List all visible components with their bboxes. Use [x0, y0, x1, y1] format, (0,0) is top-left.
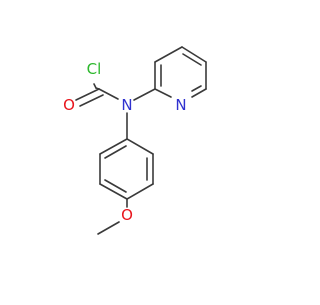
bond-aryl-4: [126, 183, 154, 200]
bond-pyr-5-inner: [191, 85, 202, 92]
bond-n-pyridine: [133, 88, 156, 101]
bond-o-ch3: [97, 221, 120, 235]
bond-aryl-3: [99, 183, 128, 200]
atom-labels: Cl O N N O: [63, 60, 187, 224]
atom-label-o-carbonyl: O: [63, 96, 75, 114]
atom-label-n-pyridine: N: [175, 96, 186, 114]
bond-aryl-1: [99, 138, 128, 155]
bond-aryl-6: [126, 138, 154, 155]
bond-pyr-5: [191, 88, 207, 98]
bond-aryl-1-inner: [104, 145, 127, 159]
atom-label-n-amide: N: [121, 96, 132, 114]
bond-pyr-6: [154, 88, 172, 98]
bonds: [75, 46, 207, 235]
molecule-structure: Cl O N N O: [63, 46, 207, 235]
bond-aryl-3-inner: [104, 179, 127, 193]
bond-pyr-2: [154, 46, 183, 63]
bond-c-o-double-a: [75, 88, 100, 101]
bond-c-o-double-b: [79, 94, 104, 107]
atom-label-cl: Cl: [87, 60, 102, 78]
bond-pyr-3: [181, 46, 207, 63]
structure-canvas: Cl O N N O: [63, 46, 207, 235]
bond-pyr-3-inner: [182, 53, 202, 66]
bond-c-n: [98, 88, 119, 100]
atom-label-o-methoxy: O: [121, 206, 133, 224]
